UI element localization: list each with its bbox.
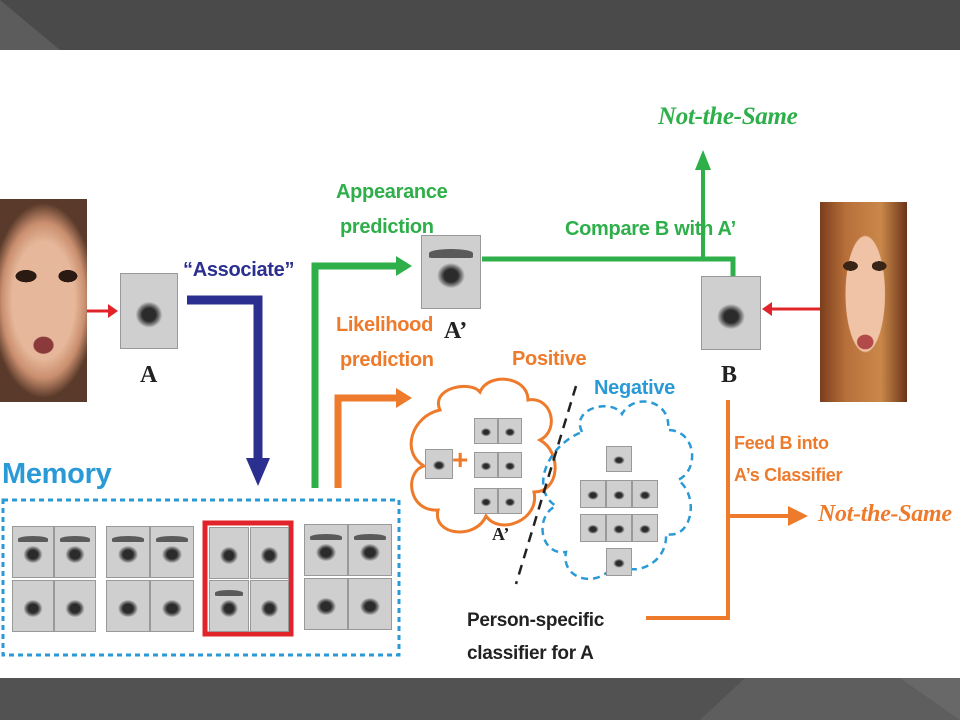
positive-seed-eye bbox=[425, 449, 453, 479]
negative-eye-4 bbox=[632, 480, 658, 508]
negative-label: Negative bbox=[594, 377, 675, 399]
positive-eye-2 bbox=[498, 418, 522, 444]
positive-eye-6 bbox=[498, 488, 522, 514]
positive-eye-3 bbox=[474, 452, 498, 478]
not-same-top-label: Not-the-Same bbox=[658, 103, 798, 130]
negative-eye-3 bbox=[606, 480, 632, 508]
person-specific-label-line2: classifier for A bbox=[467, 643, 594, 664]
negative-eye-5 bbox=[580, 514, 606, 542]
memory-eye-2 bbox=[54, 526, 96, 578]
associate-label: “Associate” bbox=[183, 259, 295, 281]
memory-frame bbox=[1, 498, 401, 657]
negative-eye-7 bbox=[632, 514, 658, 542]
memory-label: Memory bbox=[2, 458, 112, 490]
memory-eye-3 bbox=[12, 580, 54, 632]
associate-arrow-head bbox=[246, 458, 270, 486]
associate-arrow bbox=[187, 295, 263, 460]
memory-eye-8 bbox=[150, 580, 194, 632]
not-same-up-arrow-head bbox=[695, 150, 711, 170]
classifier-divider bbox=[514, 385, 578, 585]
memory-eye-4 bbox=[54, 580, 96, 632]
memory-eye-11 bbox=[209, 580, 249, 632]
positive-cloud bbox=[409, 377, 557, 534]
arrow-face-to-a-head bbox=[108, 304, 118, 318]
positive-eye-4 bbox=[498, 452, 522, 478]
memory-eye-16 bbox=[348, 578, 392, 630]
not-same-right-label: Not-the-Same bbox=[818, 501, 952, 527]
compare-label: Compare B with A’ bbox=[565, 218, 736, 240]
likelihood-prediction-arrow-head bbox=[396, 388, 412, 408]
negative-eye-8 bbox=[606, 548, 632, 576]
b-label: B bbox=[721, 362, 737, 388]
arrow-face-to-b-head bbox=[762, 302, 772, 316]
negative-eye-1 bbox=[606, 446, 632, 472]
face-b-photo bbox=[820, 202, 907, 402]
eye-patch-a bbox=[120, 273, 178, 349]
appearance-prediction-arrow-head bbox=[396, 256, 412, 276]
appearance-label-line1: Appearance bbox=[336, 181, 448, 203]
a-prime-small-label: A’ bbox=[492, 524, 510, 544]
face-a-photo bbox=[0, 199, 87, 402]
likelihood-prediction-arrow bbox=[334, 394, 398, 488]
feed-b-line bbox=[646, 400, 730, 620]
memory-eye-6 bbox=[150, 526, 194, 578]
positive-label: Positive bbox=[512, 348, 587, 370]
memory-eye-1 bbox=[12, 526, 54, 578]
eye-patch-a-prime bbox=[421, 235, 481, 309]
negative-eye-6 bbox=[606, 514, 632, 542]
compare-line bbox=[482, 256, 736, 278]
likelihood-label-line1: Likelihood bbox=[336, 314, 434, 336]
positive-eye-5 bbox=[474, 488, 498, 514]
feed-b-to-result-head bbox=[788, 506, 808, 526]
appearance-label-line2: prediction bbox=[340, 216, 434, 238]
memory-eye-14 bbox=[348, 524, 392, 576]
memory-selected-box bbox=[202, 520, 294, 637]
plus-sign: + bbox=[452, 444, 469, 475]
negative-eye-2 bbox=[580, 480, 606, 508]
a-prime-label: A’ bbox=[444, 318, 467, 344]
appearance-prediction-arrow bbox=[311, 262, 398, 488]
negative-cloud bbox=[541, 400, 694, 581]
memory-eye-15 bbox=[304, 578, 348, 630]
person-specific-label-line1: Person-specific bbox=[467, 610, 604, 631]
slide-top-bar bbox=[0, 0, 960, 50]
memory-eye-9 bbox=[209, 527, 249, 579]
memory-eye-10 bbox=[250, 527, 289, 579]
memory-eye-13 bbox=[304, 524, 348, 576]
feed-label-line1: Feed B into bbox=[734, 433, 829, 453]
memory-eye-5 bbox=[106, 526, 150, 578]
feed-label-line2: A’s Classifier bbox=[734, 465, 843, 485]
memory-eye-7 bbox=[106, 580, 150, 632]
a-label: A bbox=[140, 362, 158, 388]
positive-eye-1 bbox=[474, 418, 498, 444]
memory-eye-12 bbox=[250, 580, 289, 632]
likelihood-label-line2: prediction bbox=[340, 349, 434, 371]
eye-patch-b bbox=[701, 276, 761, 350]
